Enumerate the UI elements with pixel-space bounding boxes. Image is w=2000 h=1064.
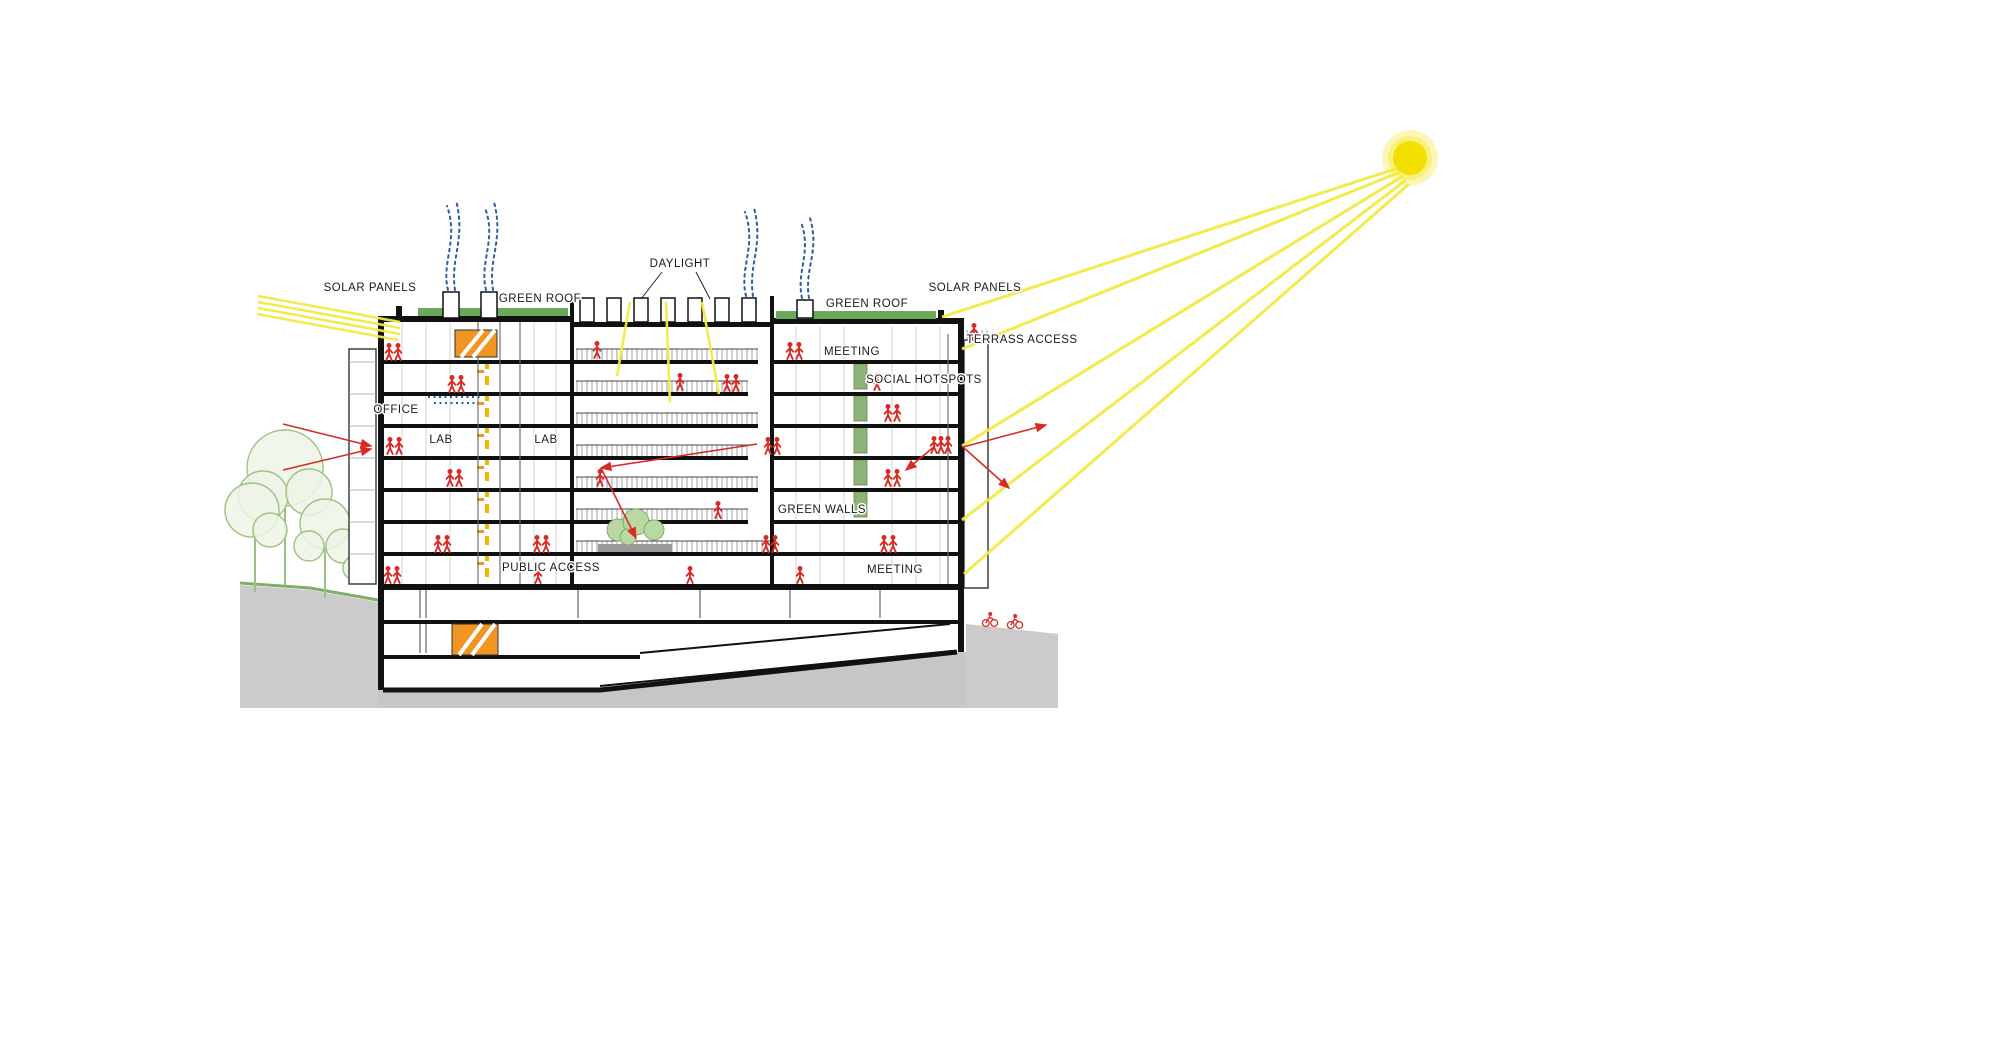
person-icon <box>763 436 773 455</box>
label-office: OFFICE <box>373 404 418 416</box>
structural-walls <box>378 296 964 690</box>
person-icon <box>785 341 795 360</box>
label-daylight: DAYLIGHT <box>650 258 711 270</box>
person-icon <box>447 374 457 393</box>
basement-ramps <box>383 623 958 693</box>
person-icon <box>541 534 551 553</box>
person-icon <box>892 468 902 487</box>
slope-grass-line <box>239 581 379 602</box>
right-parapet <box>938 310 944 324</box>
tree-icon <box>224 482 288 592</box>
sun-rays <box>941 166 1410 576</box>
person-icon <box>883 468 893 487</box>
circulation-arrows <box>282 423 1048 540</box>
person-icon <box>456 374 466 393</box>
ventilation-plume-icon <box>807 217 815 299</box>
person-icon <box>383 565 393 584</box>
red-arrow-icon <box>600 467 637 540</box>
ventilation-plume-icon <box>445 205 453 291</box>
person-icon <box>936 435 946 454</box>
person-icon <box>888 534 898 553</box>
ground-terrain <box>239 581 1058 708</box>
green-roof-right-strip <box>776 311 936 319</box>
ground-left-slope <box>240 585 378 708</box>
label-public-access: PUBLIC ACCESS <box>502 562 600 574</box>
person-icon <box>394 436 404 455</box>
person-icon <box>883 403 893 422</box>
label-green-roof-left: GREEN ROOF <box>499 293 581 305</box>
person-icon <box>385 436 395 455</box>
vent-stacks <box>442 291 814 319</box>
terrace-railing <box>964 330 988 340</box>
person-icon <box>770 534 780 553</box>
core-ticks <box>477 370 484 565</box>
trees-left <box>224 429 368 598</box>
label-meeting-lower: MEETING <box>867 564 923 576</box>
person-icon <box>532 534 542 553</box>
ventilation-dots-row <box>428 396 482 404</box>
person-icon <box>795 565 805 584</box>
core-panels <box>451 328 499 657</box>
labels: SOLAR PANELS GREEN ROOF DAYLIGHT SOLAR P… <box>322 257 1078 578</box>
label-terrass-access: TERRASS ACCESS <box>966 334 1077 346</box>
person-icon <box>384 342 394 361</box>
label-lab-left: LAB <box>429 434 452 446</box>
person-icon <box>442 534 452 553</box>
red-arrow-icon <box>904 445 936 472</box>
person-icon <box>879 534 889 553</box>
label-green-walls: GREEN WALLS <box>778 504 866 516</box>
floor-slabs <box>378 360 958 659</box>
left-annex-floors <box>349 361 376 555</box>
roof-structure <box>378 291 964 327</box>
person-icon <box>454 468 464 487</box>
red-arrow-icon <box>282 446 373 471</box>
ventilation-plume-icon <box>799 221 806 299</box>
people <box>383 322 1024 630</box>
person-icon <box>772 436 782 455</box>
left-parapet <box>396 306 402 322</box>
daylight-rays <box>615 271 721 403</box>
red-arrow-icon <box>599 443 758 472</box>
label-meeting-upper: MEETING <box>824 346 880 358</box>
red-arrow-icon <box>962 423 1048 448</box>
person-icon <box>685 565 695 584</box>
person-icon <box>392 565 402 584</box>
red-arrow-icon <box>962 446 1011 490</box>
label-lab-right: LAB <box>534 434 557 446</box>
left-annex-shaft <box>348 348 377 585</box>
sun-icon <box>1382 130 1438 186</box>
ventilation-plume-icon <box>483 207 491 291</box>
cyclist-icon <box>981 611 999 628</box>
person-icon <box>393 342 403 361</box>
ground-under-building <box>378 652 966 708</box>
label-solar-panels-left: SOLAR PANELS <box>324 282 417 294</box>
person-icon <box>433 534 443 553</box>
ground-right-street <box>966 624 1058 708</box>
label-solar-panels-right: SOLAR PANELS <box>929 282 1022 294</box>
basement-slab-1 <box>378 620 958 624</box>
label-social-hotspots: SOCIAL HOTSPOTS <box>866 374 982 386</box>
ventilation-plume-icon <box>743 211 751 297</box>
ventilation-plume-icon <box>491 201 499 291</box>
cyclist-icon <box>1006 613 1024 630</box>
basement-slab-2 <box>378 655 640 659</box>
person-icon <box>892 403 902 422</box>
solar-rays-left <box>256 294 401 342</box>
daylight-leader-lines <box>640 271 711 300</box>
ground-floor-slab <box>378 584 958 590</box>
green-walls-strips <box>853 363 868 518</box>
ventilation-plumes <box>445 199 815 299</box>
person-icon <box>929 435 939 454</box>
label-green-roof-right: GREEN ROOF <box>826 298 908 310</box>
skylight-monitors <box>579 297 757 323</box>
ventilation-plume-icon <box>751 207 759 297</box>
ventilation-plume-icon <box>453 199 461 291</box>
red-arrow-icon <box>282 423 373 449</box>
person-icon <box>794 341 804 360</box>
